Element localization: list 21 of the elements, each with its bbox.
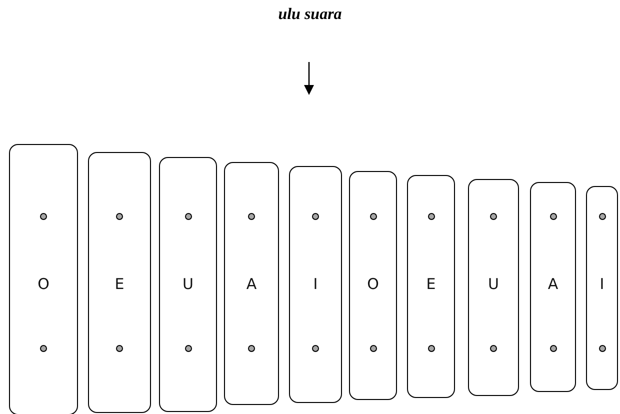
vowel-label: O — [366, 275, 380, 293]
vowel-label: E — [425, 275, 437, 293]
xylophone-bar — [530, 182, 576, 392]
xylophone-bar — [224, 162, 279, 405]
vowel-label: A — [245, 275, 258, 293]
xylophone-bar — [88, 152, 151, 413]
xylophone-bar — [586, 186, 618, 390]
heading-text: ulu suara — [277, 6, 343, 24]
vowel-label: O — [36, 275, 50, 293]
vowel-label: U — [182, 275, 194, 293]
xylophone-bar — [9, 144, 78, 414]
xylophone-bar — [349, 171, 397, 400]
xylophone-bar — [289, 166, 342, 403]
vowel-label: E — [114, 275, 126, 293]
vowel-label: I — [598, 275, 606, 293]
vowel-label: I — [312, 275, 319, 293]
vowel-label: U — [487, 275, 500, 293]
xylophone-bar — [407, 175, 455, 398]
xylophone-bar — [159, 157, 217, 412]
xylophone-bar — [468, 179, 519, 396]
vowel-label: A — [546, 275, 560, 293]
